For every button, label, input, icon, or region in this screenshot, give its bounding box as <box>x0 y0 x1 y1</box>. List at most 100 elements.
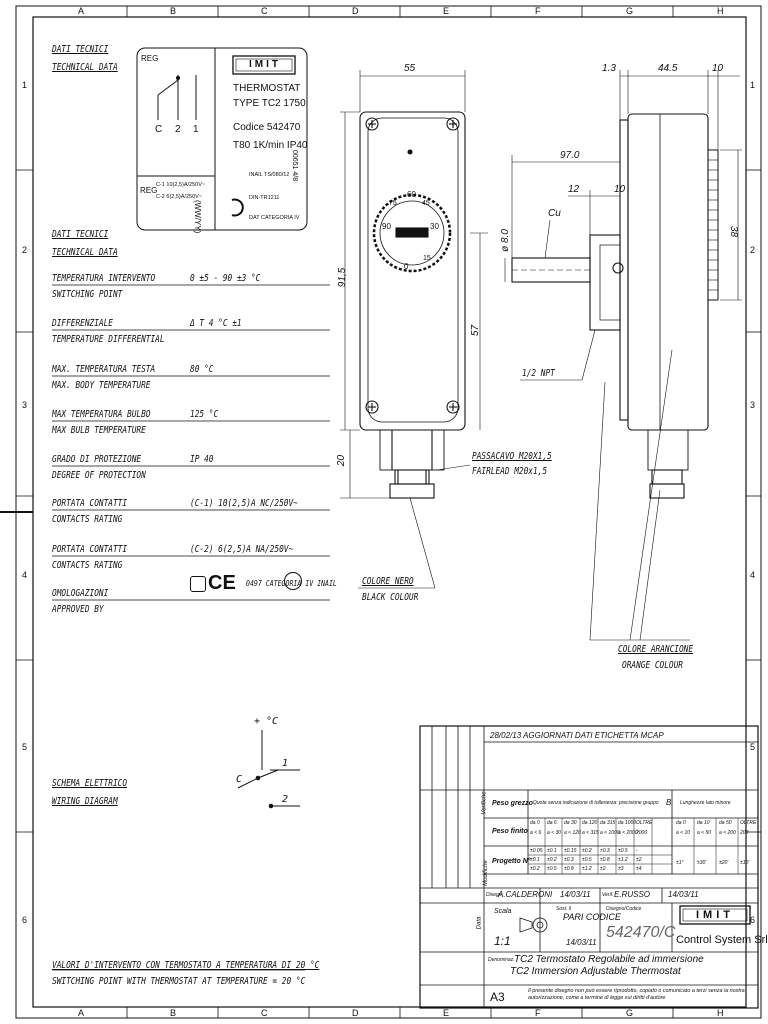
spec-row-5-en: DEGREE OF PROTECTION <box>52 470 146 481</box>
tol-cell: ±0.8 <box>600 857 610 863</box>
dim-97: 97.0 <box>560 150 580 161</box>
tb-tolerance-note: Quote senza indicazione di tolleranza: p… <box>533 800 659 806</box>
tb-progetto: Progetto N° <box>492 858 531 865</box>
grid-row-5: 5 <box>22 742 28 752</box>
wiring-1: 1 <box>282 758 289 769</box>
spec-row-2-it: DIFFERENZIALE <box>52 318 113 329</box>
ang-cell: ±20' <box>719 860 729 866</box>
dial-45: 45 <box>422 200 430 207</box>
tol-cell: a < 1000 <box>600 830 620 836</box>
grid-col-g-bottom: G <box>626 1008 634 1018</box>
tb-scale-label: Scala <box>494 908 512 915</box>
spec-row-7-it: PORTATA CONTATTI <box>52 544 128 555</box>
front-view <box>359 111 466 499</box>
grid-col-h: H <box>717 6 724 16</box>
grid-col-b: B <box>170 6 177 16</box>
tol-cell: ±2 <box>600 866 606 872</box>
tol-cell: ±0.3 <box>564 857 574 863</box>
tb-side-data: Data <box>476 916 483 930</box>
tb-denom-it: TC2 Termostato Regolabile ad immersione <box>514 954 704 965</box>
dim-npt: 1/2 NPT <box>522 368 555 379</box>
dim-44-5: 44.5 <box>658 63 678 74</box>
grid-col-f-bottom: F <box>535 1008 541 1018</box>
label-contact-1: 1 <box>193 124 199 135</box>
grid-col-g: G <box>626 6 634 16</box>
dim-8: ø 8.0 <box>499 229 511 252</box>
tb-revision: 28/02/13 AGGIORNATI DATI ETICHETTA MCAP <box>490 731 664 740</box>
side-view <box>511 113 719 499</box>
tb-legal: Il presente disegno non può essere ripro… <box>528 988 745 1001</box>
grid-col-f: F <box>535 6 541 16</box>
spec-row-5-value: IP 40 <box>190 454 214 465</box>
grid-row-3-right: 3 <box>750 400 756 410</box>
dim-38: 38 <box>728 225 740 238</box>
label-date-code: (WW/YY) <box>193 200 202 234</box>
grid-row-1: 1 <box>22 80 28 90</box>
tb-peso-finito: Peso finito <box>492 828 528 835</box>
spec-row-8-en: APPROVED BY <box>52 604 104 615</box>
grid-col-d: D <box>352 6 359 16</box>
spec-rules <box>52 284 330 971</box>
dim-1-3: 1.3 <box>602 63 616 74</box>
tol-cell: ±1.2 <box>582 866 592 872</box>
tol-cell: ±0.5 <box>547 866 557 872</box>
tb-format: A3 <box>490 990 505 1004</box>
label-product-3: Codice 542470 <box>233 122 301 133</box>
label-vertical-code: 00651 4/8 <box>291 150 298 182</box>
spec-header-en: TECHNICAL DATA <box>52 247 118 258</box>
callout-black-en: BLACK COLOUR <box>362 592 419 603</box>
dial-0: 0 <box>404 262 409 271</box>
ul-mark-icon <box>190 576 206 592</box>
grid-col-a: A <box>78 6 85 16</box>
ang-cell: ±30' <box>697 860 707 866</box>
ce-mark-icon: CE <box>208 572 236 594</box>
grid-col-c: C <box>261 6 268 16</box>
wiring-2: 2 <box>282 794 289 805</box>
grid-row-4: 4 <box>22 570 28 580</box>
dial-60: 60 <box>407 190 416 199</box>
tb-date: 14/03/11 <box>566 938 597 947</box>
tb-side-modifiche: Modifiche <box>482 860 489 886</box>
dial-30: 30 <box>430 222 439 231</box>
spec-row-7-value: (C-2) 6(2,5)A NA/250V~ <box>190 544 294 555</box>
tol-cell: ±3 <box>618 866 624 872</box>
tb-length-note: Lunghezze lato minore <box>680 800 731 806</box>
tol-cell: a < 315 <box>582 830 599 836</box>
tb-side-verifiche: Verifiche <box>481 791 488 815</box>
grid-col-h-bottom: H <box>717 1008 724 1018</box>
ang-cell: da 0 <box>676 820 686 826</box>
tol-cell: da 1000 <box>618 820 637 826</box>
tech-header-it: DATI TECNICI <box>52 44 109 55</box>
tol-cell: ±1.2 <box>618 857 628 863</box>
tol-cell: ±0.15 <box>564 848 577 854</box>
tol-cell: ±0.8 <box>564 866 574 872</box>
tb-brand-logo: IMIT <box>696 909 734 921</box>
wiring-title-en: WIRING DIAGRAM <box>52 796 118 807</box>
spec-row-1-value: 0 ±5 - 90 ±3 °C <box>190 273 261 284</box>
dim-12: 12 <box>568 184 580 195</box>
tb-sost-label: Sost. il <box>556 906 572 912</box>
spec-row-1-it: TEMPERATURA INTERVENTO <box>52 273 156 284</box>
tol-cell: ±4 <box>636 866 642 872</box>
dim-10-b: 10 <box>614 184 626 195</box>
spec-row-2-en: TEMPERATURE DIFFERENTIAL <box>52 334 165 345</box>
label-product-2: TYPE TC2 1750 <box>233 98 306 109</box>
wiring-c: C <box>236 774 243 785</box>
footer-note-en: SWITCHING POINT WITH THERMOSTAT AT TEMPE… <box>52 976 306 987</box>
grid-col-b-bottom: B <box>170 1008 177 1018</box>
tb-denom-en: TC2 Immersion Adjustable Thermostat <box>510 966 681 977</box>
tb-scale: 1:1 <box>494 934 511 948</box>
dim-20: 20 <box>336 454 348 467</box>
dim-91-5: 91,5 <box>337 267 349 288</box>
grid-col-e: E <box>443 6 450 16</box>
dim-55: 55 <box>404 63 416 74</box>
wiring-diagram <box>237 730 300 809</box>
title-block <box>419 725 759 1009</box>
spec-header-it: DATI TECNICI <box>52 229 109 240</box>
tol-cell: da 30 <box>564 820 577 826</box>
sheet-frame <box>0 5 762 1019</box>
grid-row-2-right: 2 <box>750 245 756 255</box>
tb-drawing-label: Disegno/Codice <box>606 906 642 912</box>
tol-cell: ±2 <box>636 857 642 863</box>
